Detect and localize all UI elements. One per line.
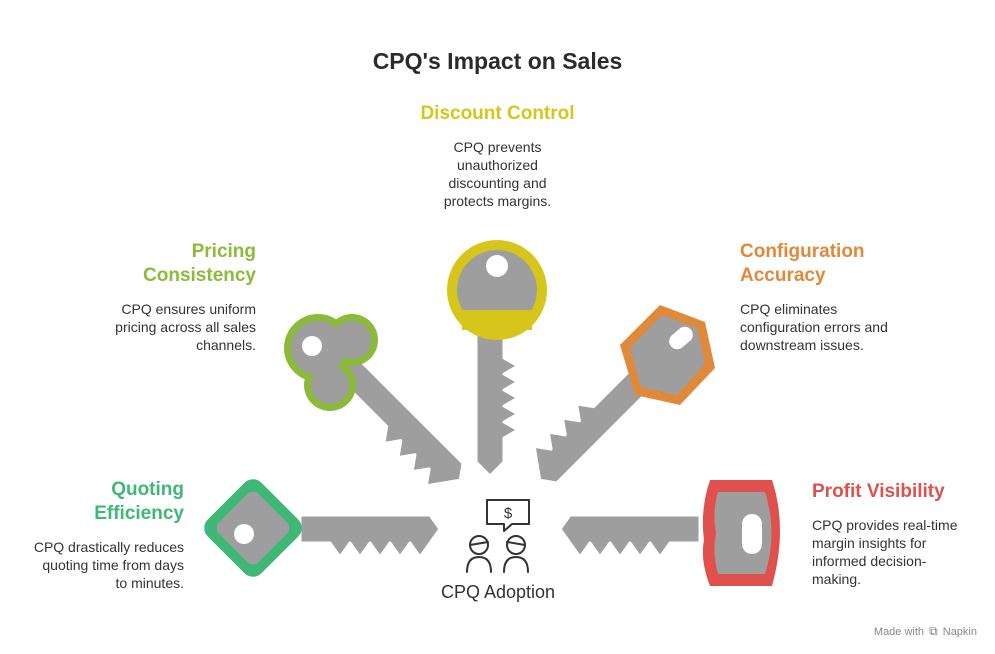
key-quoting-efficiency-head bbox=[204, 479, 302, 577]
heading-line: Profit Visibility bbox=[812, 481, 945, 502]
desc-line: CPQ drastically reduces bbox=[33, 539, 184, 555]
desc-line: informed decision- bbox=[812, 553, 927, 569]
desc-line: margin insights for bbox=[812, 535, 927, 551]
desc-quoting-efficiency: CPQ drastically reduces quoting time fro… bbox=[10, 538, 184, 592]
desc-line: downstream issues. bbox=[740, 337, 864, 353]
key-pricing-consistency-shaft bbox=[328, 348, 465, 488]
made-with-text: Made with bbox=[873, 626, 925, 638]
desc-line: making. bbox=[812, 571, 862, 587]
heading-discount-control: Discount Control bbox=[0, 102, 995, 126]
key-quoting-efficiency-shaft bbox=[298, 513, 442, 559]
heading-configuration-accuracy: Configuration Accuracy bbox=[740, 240, 970, 288]
desc-line: CPQ prevents bbox=[453, 139, 542, 155]
desc-line: discounting and bbox=[448, 175, 547, 191]
desc-line: pricing across all sales bbox=[115, 319, 256, 335]
desc-line: unauthorized bbox=[457, 157, 538, 173]
heading-line: Configuration bbox=[740, 241, 865, 262]
heading-line: Consistency bbox=[143, 265, 256, 286]
heading-pricing-consistency: Pricing Consistency bbox=[56, 240, 256, 288]
heading-line: Discount Control bbox=[420, 103, 575, 124]
desc-profit-visibility: CPQ provides real-time margin insights f… bbox=[812, 516, 982, 588]
key-configuration-accuracy-head bbox=[620, 305, 715, 405]
heading-line: Pricing bbox=[191, 241, 256, 262]
key-profit-visibility-head bbox=[702, 480, 780, 586]
brand-text: Napkin bbox=[942, 626, 977, 638]
desc-line: quoting time from days bbox=[42, 557, 184, 573]
desc-line: channels. bbox=[196, 337, 256, 353]
page-title: CPQ's Impact on Sales bbox=[372, 48, 623, 74]
heading-line: Accuracy bbox=[740, 265, 826, 286]
footer-credit[interactable]: Made with ⧉ Napkin bbox=[874, 624, 977, 639]
desc-pricing-consistency: CPQ ensures uniform pricing across all s… bbox=[56, 300, 256, 354]
heading-profit-visibility: Profit Visibility bbox=[812, 480, 982, 504]
cpq-adoption-icon: $ bbox=[466, 499, 530, 573]
key-discount-control-shaft bbox=[474, 328, 520, 478]
heading-line: Efficiency bbox=[94, 503, 184, 524]
heading-quoting-efficiency: Quoting Efficiency bbox=[20, 478, 184, 526]
desc-configuration-accuracy: CPQ eliminates configuration errors and … bbox=[740, 300, 970, 354]
key-profit-visibility-shaft bbox=[558, 513, 702, 559]
desc-line: CPQ eliminates bbox=[740, 301, 838, 317]
svg-text:$: $ bbox=[504, 505, 513, 522]
desc-line: configuration errors and bbox=[740, 319, 888, 335]
desc-line: CPQ provides real-time bbox=[812, 517, 958, 533]
center-label: CPQ Adoption bbox=[440, 582, 556, 602]
desc-discount-control: CPQ prevents unauthorized discounting an… bbox=[0, 138, 995, 210]
desc-line: protects margins. bbox=[443, 193, 552, 209]
key-pricing-consistency-head bbox=[284, 314, 378, 411]
key-discount-control-head bbox=[447, 240, 547, 340]
napkin-logo-icon: ⧉ bbox=[929, 624, 938, 638]
desc-line: CPQ ensures uniform bbox=[121, 301, 256, 317]
heading-line: Quoting bbox=[111, 479, 184, 500]
desc-line: to minutes. bbox=[115, 575, 184, 591]
